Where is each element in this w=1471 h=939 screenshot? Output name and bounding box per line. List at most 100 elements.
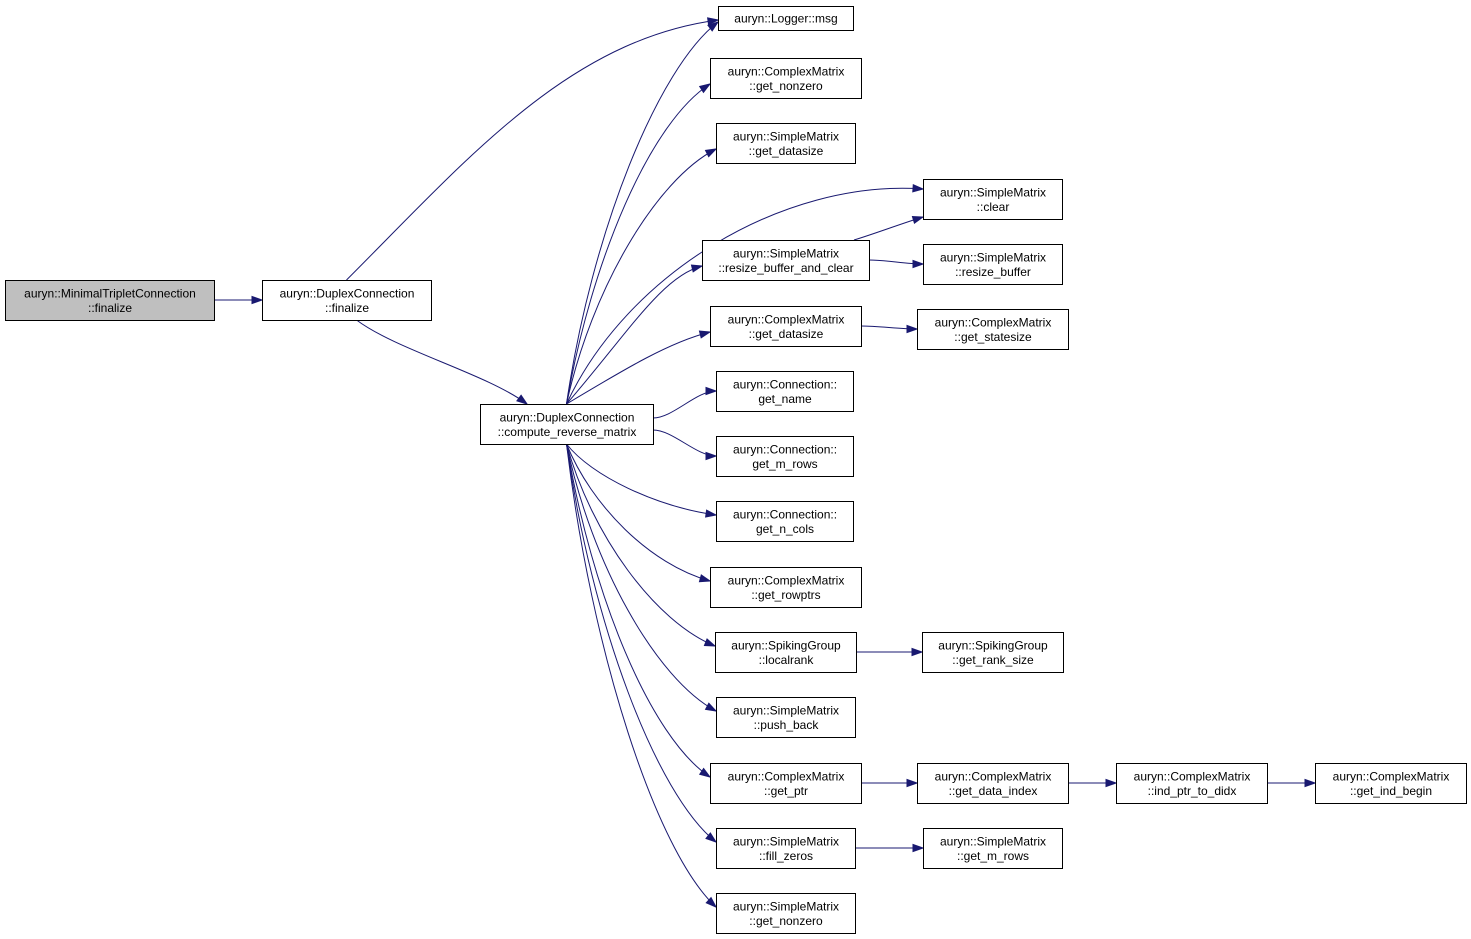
node-sg-ranksize[interactable]: auryn::SpikingGroup::get_rank_size — [922, 632, 1064, 673]
edge-arrowhead — [703, 638, 717, 647]
node-cm-indptr[interactable]: auryn::ComplexMatrix::ind_ptr_to_didx — [1116, 763, 1268, 804]
node-label-line: auryn::SimpleMatrix — [733, 703, 839, 717]
edge-arrowhead — [704, 148, 718, 158]
edge-line — [566, 443, 716, 647]
node-label-line: auryn::Connection:: — [733, 377, 837, 391]
edge-line — [566, 148, 717, 405]
edge-arrowhead — [911, 647, 924, 657]
node-label-line: auryn::ComplexMatrix — [728, 769, 845, 783]
edge-crm-to-cm_nonzero — [566, 83, 712, 405]
edge-line — [566, 443, 711, 778]
edge-cm_dataindex-to-cm_indptr — [1067, 778, 1118, 788]
node-label-line: auryn::SimpleMatrix — [733, 899, 839, 913]
node-box — [716, 501, 854, 542]
node-box — [480, 404, 654, 445]
edge-line — [566, 443, 717, 908]
node-label-line: auryn::ComplexMatrix — [728, 64, 845, 78]
edge-line — [566, 21, 719, 405]
node-box — [1315, 763, 1467, 804]
node-box — [710, 763, 862, 804]
node-sg-localrank[interactable]: auryn::SpikingGroup::localrank — [715, 632, 857, 673]
edge-arrowhead — [698, 767, 712, 778]
node-label-line: auryn::Connection:: — [733, 442, 837, 456]
node-label-line: auryn::ComplexMatrix — [935, 769, 1052, 783]
edge-arrowhead — [1105, 778, 1118, 788]
node-label-line: ::get_datasize — [749, 327, 824, 341]
edge-line — [356, 319, 528, 405]
node-sm-nonzero[interactable]: auryn::SimpleMatrix::get_nonzero — [716, 893, 856, 934]
edge-cm_getptr-to-cm_dataindex — [860, 778, 919, 788]
edge-line — [566, 265, 703, 405]
edge-arrowhead — [1304, 778, 1317, 788]
node-cm-getptr[interactable]: auryn::ComplexMatrix::get_ptr — [710, 763, 862, 804]
node-conn-mrows[interactable]: auryn::Connection::get_m_rows — [716, 436, 854, 477]
edge-dup_fin-to-logger — [346, 17, 720, 281]
edge-sm_rbc-to-sm_clear — [853, 215, 925, 241]
edge-line — [652, 390, 717, 419]
node-label-line: auryn::Connection:: — [733, 507, 837, 521]
node-box — [923, 828, 1063, 869]
node-cm-dataindex[interactable]: auryn::ComplexMatrix::get_data_index — [917, 763, 1069, 804]
edge-cm_indptr-to-cm_indbegin — [1266, 778, 1317, 788]
edge-arrowhead — [906, 324, 919, 334]
nodes-layer: auryn::MinimalTripletConnection::finaliz… — [5, 6, 1467, 934]
node-logger[interactable]: auryn::Logger::msg — [718, 6, 854, 31]
edge-line — [566, 331, 711, 405]
node-sm-datasize[interactable]: auryn::SimpleMatrix::get_datasize — [716, 123, 856, 164]
node-cm-indbegin[interactable]: auryn::ComplexMatrix::get_ind_begin — [1315, 763, 1467, 804]
node-box — [716, 893, 856, 934]
node-sm-pushback[interactable]: auryn::SimpleMatrix::push_back — [716, 697, 856, 738]
node-label-line: auryn::DuplexConnection — [500, 410, 635, 424]
edge-line — [853, 216, 924, 241]
edge-arrowhead — [707, 21, 720, 32]
node-label-line: auryn::SpikingGroup — [938, 638, 1048, 652]
node-sm-mrows[interactable]: auryn::SimpleMatrix::get_m_rows — [923, 828, 1063, 869]
node-crm[interactable]: auryn::DuplexConnection::compute_reverse… — [480, 404, 654, 445]
edge-line — [652, 429, 717, 457]
edge-line — [566, 443, 717, 516]
edge-crm-to-sm_pushback — [566, 443, 718, 712]
node-cm-datasize[interactable]: auryn::ComplexMatrix::get_datasize — [710, 306, 862, 347]
edge-crm-to-sm_nonzero — [566, 443, 718, 909]
node-label-line: ::resize_buffer_and_clear — [718, 261, 853, 275]
node-label-line: ::localrank — [759, 653, 815, 667]
edge-arrowhead — [911, 215, 925, 225]
node-label-line: auryn::SimpleMatrix — [940, 834, 1046, 848]
node-label-line: auryn::SimpleMatrix — [733, 129, 839, 143]
edge-crm-to-sm_rbc — [566, 264, 704, 405]
edge-arrowhead — [912, 184, 925, 193]
node-box — [702, 240, 870, 281]
edge-root-to-dup_fin — [213, 295, 264, 305]
node-label-line: get_n_cols — [756, 522, 814, 536]
node-conn-ncols[interactable]: auryn::Connection::get_n_cols — [716, 501, 854, 542]
node-label-line: ::resize_buffer — [955, 265, 1031, 279]
edge-crm-to-sg_localrank — [566, 443, 717, 647]
node-label-line: ::get_data_index — [949, 784, 1038, 798]
edge-crm-to-conn_ncols — [566, 443, 718, 518]
node-sm-rb[interactable]: auryn::SimpleMatrix::resize_buffer — [923, 244, 1063, 285]
node-label-line: ::get_ptr — [764, 784, 808, 798]
edge-arrowhead — [705, 832, 718, 843]
node-sm-clear[interactable]: auryn::SimpleMatrix::clear — [923, 179, 1063, 220]
node-root[interactable]: auryn::MinimalTripletConnection::finaliz… — [5, 280, 215, 321]
node-label-line: ::finalize — [88, 301, 132, 315]
edge-line — [566, 83, 711, 405]
node-label-line: ::finalize — [325, 301, 369, 315]
node-sm-fillzeros[interactable]: auryn::SimpleMatrix::fill_zeros — [716, 828, 856, 869]
node-conn-name[interactable]: auryn::Connection::get_name — [716, 371, 854, 412]
edge-sm_rbc-to-sm_rb — [868, 259, 925, 269]
node-dup-fin[interactable]: auryn::DuplexConnection::finalize — [262, 280, 432, 321]
node-cm-statesize[interactable]: auryn::ComplexMatrix::get_statesize — [917, 309, 1069, 350]
edge-crm-to-sm_datasize — [566, 148, 718, 405]
node-sm-rbc[interactable]: auryn::SimpleMatrix::resize_buffer_and_c… — [702, 240, 870, 281]
node-box — [1116, 763, 1268, 804]
node-box — [710, 306, 862, 347]
node-label-line: ::get_m_rows — [957, 849, 1029, 863]
node-label-line: auryn::DuplexConnection — [280, 286, 415, 300]
node-label-line: ::get_datasize — [749, 144, 824, 158]
node-label-line: auryn::ComplexMatrix — [728, 573, 845, 587]
node-cm-nonzero[interactable]: auryn::ComplexMatrix::get_nonzero — [710, 58, 862, 99]
node-cm-rowptrs[interactable]: auryn::ComplexMatrix::get_rowptrs — [710, 567, 862, 608]
edge-crm-to-sm_fillzeros — [566, 443, 718, 843]
edge-sg_localrank-to-sg_ranksize — [856, 647, 924, 657]
